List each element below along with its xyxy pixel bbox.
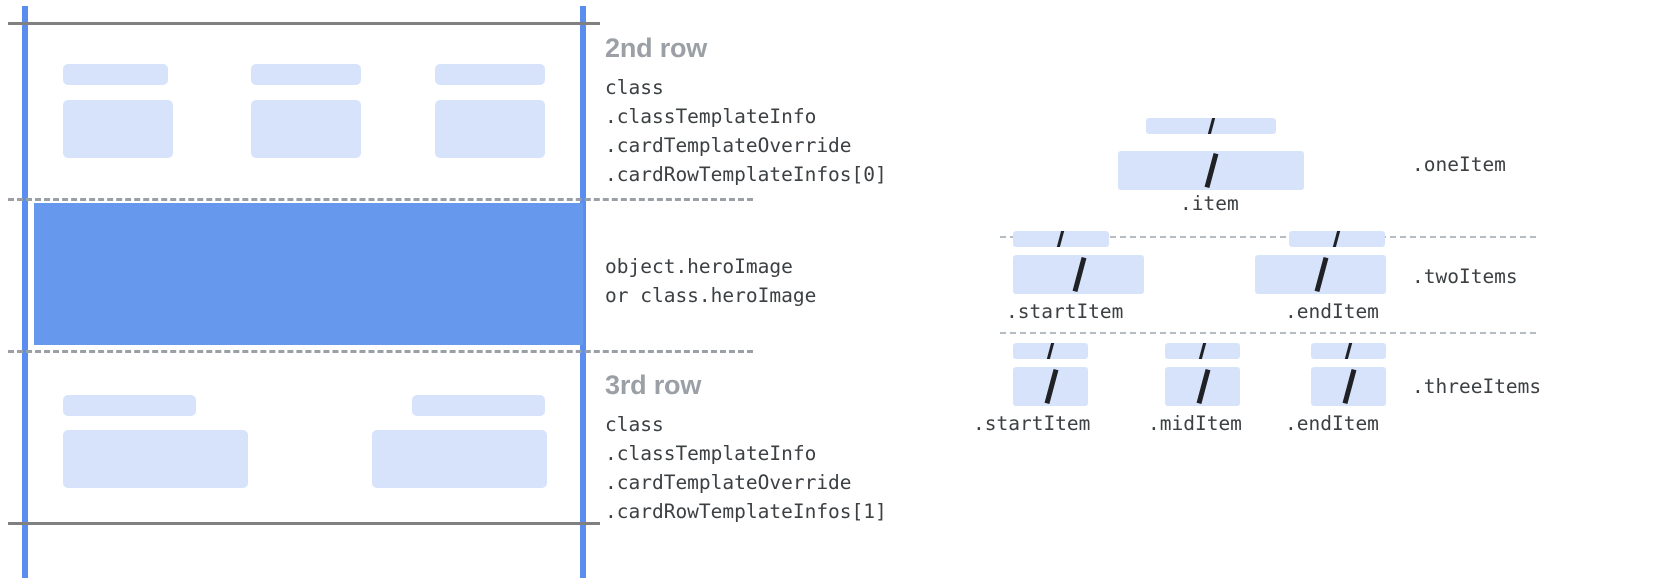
item-caption: .startItem xyxy=(1006,300,1124,323)
item-thin-bar xyxy=(1289,231,1385,247)
left-guide-line xyxy=(22,6,28,578)
section-label-one-item: .oneItem xyxy=(1412,153,1506,176)
card-top-boundary xyxy=(8,22,600,25)
slash-mark xyxy=(1342,368,1357,405)
placeholder-body-box xyxy=(63,100,173,158)
placeholder-body-box xyxy=(63,430,248,488)
placeholder-label-bar xyxy=(63,395,196,416)
placeholder-body-box xyxy=(435,100,545,158)
item-thick-bar xyxy=(1165,367,1240,406)
item-caption: .startItem xyxy=(973,412,1091,435)
slash-mark xyxy=(1198,343,1207,359)
slash-mark xyxy=(1196,368,1211,405)
placeholder-label-bar xyxy=(251,64,361,85)
slash-mark xyxy=(1044,368,1059,405)
item-thin-bar xyxy=(1165,343,1240,359)
item-thick-bar xyxy=(1118,151,1304,190)
slash-mark xyxy=(1207,118,1216,134)
item-caption: .item xyxy=(1180,192,1239,215)
item-thick-bar xyxy=(1013,255,1144,294)
slash-mark xyxy=(1046,343,1055,359)
placeholder-body-box xyxy=(372,430,547,488)
item-thin-bar xyxy=(1013,343,1088,359)
item-thick-bar xyxy=(1255,255,1386,294)
item-thick-bar xyxy=(1311,367,1386,406)
placeholder-label-bar xyxy=(63,64,168,85)
card-bottom-boundary xyxy=(8,522,600,525)
section-divider-1 xyxy=(1000,236,1536,238)
slash-mark xyxy=(1344,343,1353,359)
third-row-title: 3rd row xyxy=(605,370,702,400)
second-row-code: class .classTemplateInfo .cardTemplateOv… xyxy=(605,76,887,186)
slash-mark xyxy=(1332,231,1341,247)
item-caption: .midItem xyxy=(1148,412,1242,435)
item-thin-bar xyxy=(1146,118,1276,134)
slash-mark xyxy=(1204,152,1219,189)
row-divider-top xyxy=(8,198,753,201)
hero-image-band xyxy=(34,203,583,345)
placeholder-label-bar xyxy=(412,395,545,416)
section-divider-2 xyxy=(1000,332,1536,334)
section-label-three-items: .threeItems xyxy=(1412,375,1542,398)
placeholder-body-box xyxy=(251,100,361,158)
item-caption: .endItem xyxy=(1285,300,1379,323)
item-thick-bar xyxy=(1013,367,1088,406)
item-thin-bar xyxy=(1013,231,1109,247)
item-caption: .endItem xyxy=(1285,412,1379,435)
item-thin-bar xyxy=(1311,343,1386,359)
third-row-code: class .classTemplateInfo .cardTemplateOv… xyxy=(605,413,887,523)
right-guide-line xyxy=(580,6,586,578)
slash-mark xyxy=(1056,231,1065,247)
placeholder-label-bar xyxy=(435,64,545,85)
section-label-two-items: .twoItems xyxy=(1412,265,1518,288)
row-divider-bottom xyxy=(8,350,753,353)
hero-image-code: object.heroImage or class.heroImage xyxy=(605,255,817,307)
slash-mark xyxy=(1072,256,1087,293)
slash-mark xyxy=(1314,256,1329,293)
second-row-title: 2nd row xyxy=(605,33,708,63)
